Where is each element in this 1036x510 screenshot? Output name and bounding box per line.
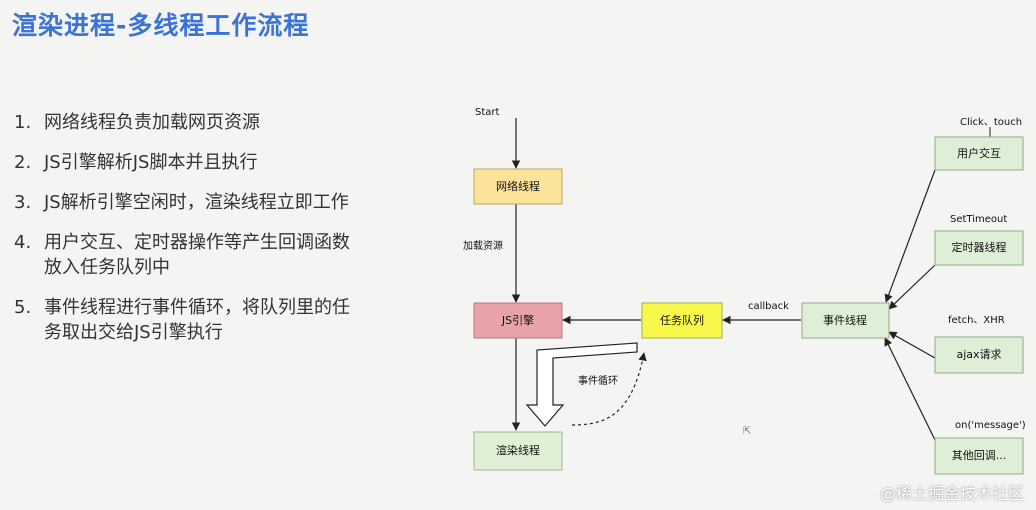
- callback-label: callback: [748, 301, 789, 312]
- step-number: 3.: [14, 192, 32, 213]
- page-title: 渲染进程-多线程工作流程: [12, 11, 310, 40]
- step-item: 4. 用户交互、定时器操作等产生回调函数放入任务队列中: [14, 230, 414, 280]
- event-thread-label: 事件线程: [823, 313, 867, 327]
- click-touch-source-label: Click、touch: [960, 117, 1022, 128]
- step-text: 网络线程负责加载网页资源: [44, 112, 260, 133]
- mouse-cursor-icon: ⇱: [743, 426, 752, 437]
- event-loop-dashed-arrow: [571, 352, 647, 426]
- step-item: 5. 事件线程进行事件循环，将队列里的任务取出交给JS引擎执行: [14, 295, 414, 345]
- ajax-to-event-arrow: [888, 331, 936, 359]
- render-thread-label: 渲染线程: [496, 443, 540, 457]
- start-label: Start: [475, 107, 500, 118]
- network-thread-node: [473, 168, 563, 205]
- settimeout-source-label: SetTimeout: [950, 214, 1007, 225]
- steps-list: 1. 网络线程负责加载网页资源 2. JS引擎解析JS脚本并且执行 3. JS解…: [14, 110, 414, 360]
- timer-thread-node: [934, 230, 1024, 266]
- on-message-source-label: on('message'): [955, 420, 1026, 431]
- other-callback-label: 其他回调...: [952, 449, 1007, 462]
- step-number: 1.: [14, 112, 32, 133]
- network-thread-label: 网络线程: [496, 179, 540, 193]
- ajax-request-label: ajax请求: [956, 348, 1001, 361]
- step-number: 4.: [14, 232, 32, 253]
- event-thread-node: [801, 302, 890, 339]
- user-to-event-arrow: [884, 169, 936, 303]
- user-interaction-label: 用户交互: [957, 146, 1001, 160]
- step-text: 事件线程进行事件循环，将队列里的任务取出交给JS引擎执行: [44, 297, 350, 343]
- step-number: 2.: [14, 152, 32, 173]
- ajax-request-node: [934, 336, 1024, 374]
- step-item: 1. 网络线程负责加载网页资源: [14, 110, 414, 135]
- event-loop-hollow-arrow: [525, 342, 638, 427]
- timer-thread-label: 定时器线程: [952, 240, 1007, 254]
- js-engine-label: JS引擎: [501, 313, 534, 327]
- user-interaction-node: [934, 136, 1024, 171]
- task-queue-node: [641, 302, 723, 339]
- event-loop-label: 事件循环: [578, 374, 618, 387]
- watermark: @稀土掘金技术社区: [879, 484, 1024, 503]
- render-thread-node: [473, 431, 563, 471]
- other-callback-node: [934, 437, 1024, 475]
- load-resource-label: 加载资源: [463, 239, 503, 252]
- step-number: 5.: [14, 297, 32, 318]
- step-text: JS引擎解析JS脚本并且执行: [44, 152, 258, 173]
- js-engine-node: [473, 302, 563, 339]
- other-to-event-arrow: [884, 337, 936, 441]
- step-item: 3. JS解析引擎空闲时，渲染线程立即工作: [14, 190, 414, 215]
- step-item: 2. JS引擎解析JS脚本并且执行: [14, 150, 414, 175]
- step-text: 用户交互、定时器操作等产生回调函数放入任务队列中: [44, 232, 350, 278]
- task-queue-label: 任务队列: [660, 313, 704, 327]
- step-text: JS解析引擎空闲时，渲染线程立即工作: [44, 192, 349, 213]
- timer-to-event-arrow: [888, 264, 936, 310]
- fetch-xhr-source-label: fetch、XHR: [948, 315, 1005, 326]
